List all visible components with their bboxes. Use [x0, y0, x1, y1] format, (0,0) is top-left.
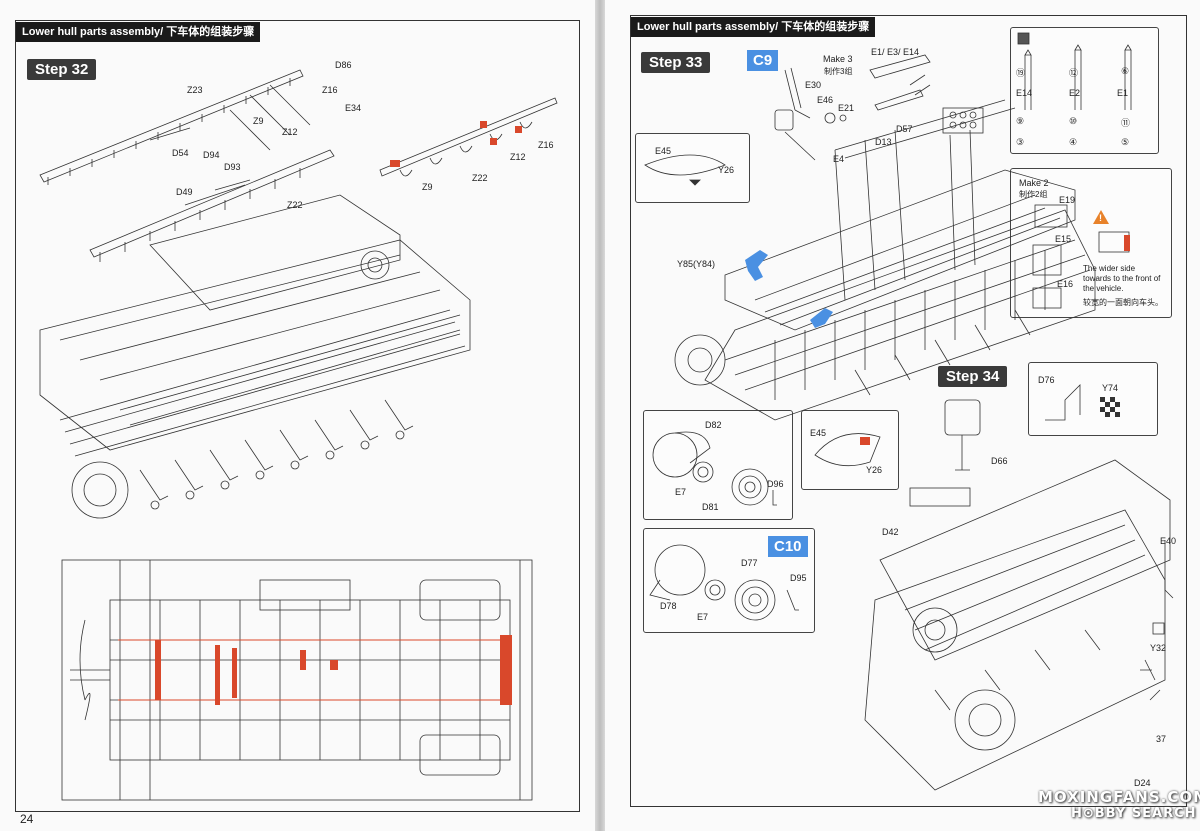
part-label: Z12 — [282, 127, 298, 137]
checker-pattern — [1100, 397, 1120, 417]
page-gutter — [595, 0, 605, 831]
right-page: Lower hull parts assembly/ 下车体的组装步骤 Step… — [605, 0, 1200, 831]
part-label: Z12 — [510, 152, 526, 162]
c9-make: Make 3 — [823, 54, 853, 64]
shell-number: ⑫ — [1069, 68, 1079, 78]
part-label: Y32 — [1150, 643, 1167, 653]
left-page: Lower hull parts assembly/ 下车体的组装步骤 Step… — [0, 0, 595, 831]
part-label: Z22 — [472, 173, 488, 183]
part-label: E46 — [817, 95, 834, 105]
part-label: D54 — [172, 148, 189, 158]
shells-detail-box — [1010, 27, 1159, 154]
part-label: Y26 — [866, 465, 883, 475]
watermark-moxingfans: MOXINGFANS.COM — [1038, 788, 1200, 806]
e45-detail-box — [801, 410, 899, 490]
shell-label: E2 — [1069, 88, 1081, 98]
part-label: D77 — [741, 558, 758, 568]
part-label: D82 — [705, 420, 722, 430]
right-page-header: Lower hull parts assembly/ 下车体的组装步骤 — [631, 17, 876, 37]
shell-number: ⑲ — [1016, 68, 1026, 78]
make2-make-cn: 制作2组 — [1019, 190, 1048, 199]
shell-label: E1 — [1117, 88, 1129, 98]
step-33-34-drawing — [644, 32, 1174, 791]
shell-number: ⑪ — [1121, 118, 1131, 128]
part-label: E34 — [345, 103, 362, 113]
part-label: E1/ E3/ E14 — [871, 47, 920, 57]
part-label: D42 — [882, 527, 899, 537]
part-label: D93 — [224, 162, 241, 172]
right-page-frame — [630, 15, 1187, 807]
wheel-detail-box — [643, 410, 793, 520]
step-33-label: Step 33 — [641, 52, 711, 73]
c9-make-cn: 制作3组 — [824, 67, 853, 76]
make2-note: The wider side towards to the front of t… — [1083, 264, 1161, 293]
part-label: 37 — [1156, 734, 1167, 744]
part-label: E45 — [655, 146, 672, 156]
c9-badge: C9 — [747, 50, 779, 71]
shell-label: E14 — [1016, 88, 1033, 98]
part-label: E30 — [805, 80, 822, 90]
step-32-label: Step 32 — [27, 59, 97, 80]
part-label: D86 — [335, 60, 352, 70]
part-label: E40 — [1160, 536, 1177, 546]
page-number: 24 — [20, 812, 34, 826]
part-label: D78 — [660, 601, 677, 611]
part-label: D76 — [1038, 375, 1055, 385]
part-label: Y74 — [1102, 383, 1119, 393]
part-label: D13 — [875, 137, 892, 147]
part-label: D57 — [896, 124, 913, 134]
part-label: D95 — [790, 573, 807, 583]
step-32-drawing — [39, 69, 558, 801]
c10-badge: C10 — [768, 536, 808, 557]
shell-number: ③ — [1016, 137, 1025, 147]
part-label: D96 — [767, 479, 784, 489]
part-label: E15 — [1055, 234, 1072, 244]
part-label: E21 — [838, 103, 855, 113]
e45-top-callout — [635, 133, 750, 203]
part-label: Z9 — [253, 116, 264, 126]
part-label: D49 — [176, 187, 193, 197]
make2-make: Make 2 — [1019, 178, 1049, 188]
part-label: E16 — [1057, 279, 1074, 289]
part-label: Y85(Y84) — [677, 259, 716, 269]
watermark-hobbysearch: H⊙BBY SEARCH — [1071, 806, 1197, 821]
part-label: D66 — [991, 456, 1008, 466]
part-label: D94 — [203, 150, 220, 160]
part-label: D81 — [702, 502, 719, 512]
part-label: D24 — [1134, 778, 1151, 788]
part-label: Z9 — [422, 182, 433, 192]
part-label: Z16 — [322, 85, 338, 95]
shell-number: ④ — [1069, 137, 1078, 147]
part-label: Z22 — [287, 200, 303, 210]
part-label: Y26 — [718, 165, 735, 175]
part-label: E7 — [697, 612, 709, 622]
part-label: E7 — [675, 487, 687, 497]
left-page-frame — [15, 20, 580, 812]
shell-number: ⑨ — [1016, 116, 1025, 126]
make2-note-cn: 较宽的一面朝向车头。 — [1083, 298, 1163, 307]
part-label: E4 — [833, 154, 845, 164]
part-label: Z16 — [538, 140, 554, 150]
step-34-label: Step 34 — [938, 366, 1008, 387]
make2-detail-box — [1010, 168, 1172, 318]
warning-icon: ! — [1093, 210, 1109, 224]
part-label: E45 — [810, 428, 827, 438]
part-label: E19 — [1059, 195, 1076, 205]
left-page-header: Lower hull parts assembly/ 下车体的组装步骤 — [16, 22, 261, 42]
shell-number: ⑤ — [1121, 137, 1130, 147]
part-label: Z23 — [187, 85, 203, 95]
shell-number: ⑩ — [1069, 116, 1078, 126]
step-34-callout — [1028, 362, 1158, 436]
